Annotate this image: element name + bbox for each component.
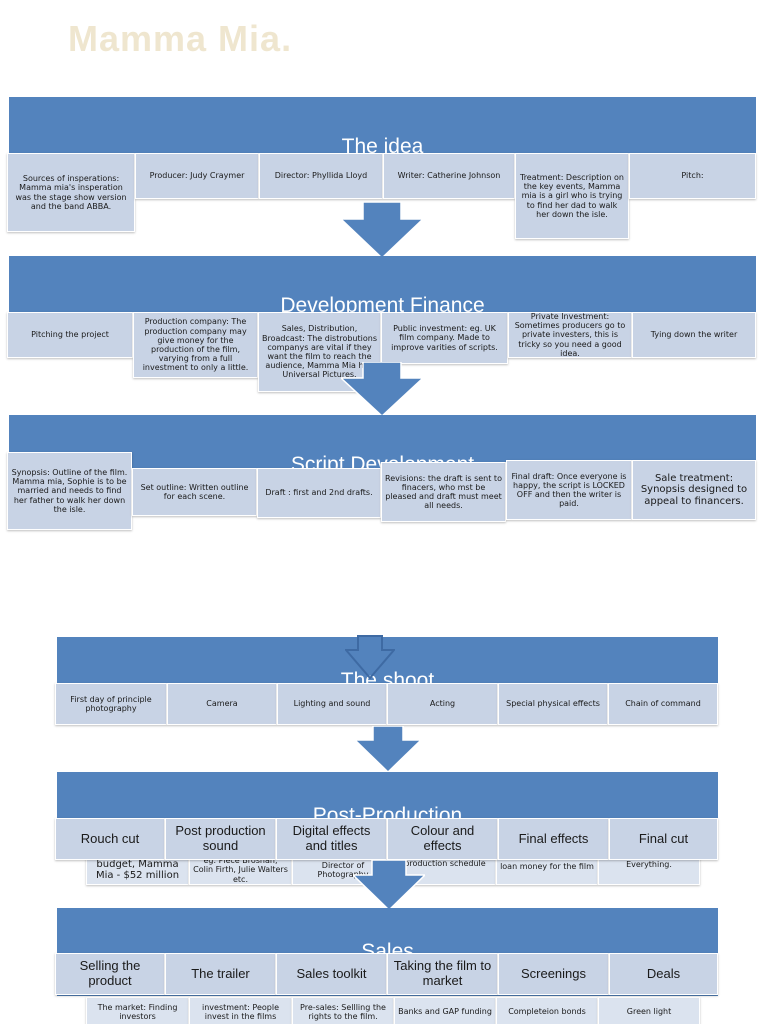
down-arrow-icon	[341, 362, 423, 416]
script-set-outline-box: Set outline: Written outline for each sc…	[132, 468, 257, 516]
sales-sub-banks-box: Banks and GAP funding	[394, 997, 496, 1024]
shoot-lighting-sound-box: Lighting and sound	[277, 683, 387, 725]
sales-sub-presales-box: Pre-sales: Sellling the rights to the fi…	[292, 997, 394, 1024]
dev-public-investment-box: Public investment: eg. UK film company. …	[381, 312, 508, 364]
post-sound-box: Post production sound	[165, 818, 276, 860]
idea-producer-box: Producer: Judy Craymer	[135, 153, 259, 199]
down-arrow-icon	[355, 726, 421, 772]
sales-sub-market-box: The market: Finding investors	[86, 997, 189, 1024]
sales-toolkit-box: Sales toolkit	[276, 953, 387, 995]
shoot-camera-box: Camera	[167, 683, 277, 725]
sales-sub-investment-box: investment: People invest in the films	[189, 997, 292, 1024]
script-revisions-box: Revisions: the draft is sent to finacers…	[381, 462, 506, 522]
shoot-acting-box: Acting	[387, 683, 498, 725]
shoot-special-effects-box: Special physical effects	[498, 683, 608, 725]
down-arrow-icon	[353, 860, 425, 910]
idea-pitch-box: Pitch:	[629, 153, 756, 199]
dev-pitching-box: Pitching the project	[7, 312, 133, 358]
sales-sub-greenlight-box: Green light	[598, 997, 700, 1024]
shoot-chain-command-box: Chain of command	[608, 683, 718, 725]
sales-deals-box: Deals	[609, 953, 718, 995]
dev-tying-writer-box: Tying down the writer	[632, 312, 756, 358]
script-final-draft-box: Final draft: Once everyone is happy, the…	[506, 460, 632, 520]
development-title: Development Finance	[280, 294, 485, 317]
script-sale-treatment-box: Sale treatment: Synopsis designed to app…	[632, 460, 756, 520]
sales-selling-product-box: Selling the product	[55, 953, 165, 995]
post-digital-effects-box: Digital effects and titles	[276, 818, 387, 860]
idea-writer-box: Writer: Catherine Johnson	[383, 153, 515, 199]
idea-director-box: Director: Phyllida Lloyd	[259, 153, 383, 199]
idea-title: The idea	[341, 135, 424, 158]
post-rough-cut-box: Rouch cut	[55, 818, 165, 860]
down-arrow-icon	[341, 202, 423, 258]
script-draft-box: Draft : first and 2nd drafts.	[257, 468, 381, 518]
dev-private-investment-box: Private Investment: Sometimes producers …	[508, 312, 632, 358]
sales-trailer-box: The trailer	[165, 953, 276, 995]
sales-screenings-box: Screenings	[498, 953, 609, 995]
post-colour-effects-box: Colour and effects	[387, 818, 498, 860]
page-title: Mamma Mia.	[68, 18, 293, 59]
script-synopsis-box: Synopsis: Outline of the film. Mamma mia…	[7, 452, 132, 530]
post-final-effects-box: Final effects	[498, 818, 609, 860]
post-final-cut-box: Final cut	[609, 818, 718, 860]
idea-sources-box: Sources of insperations: Mamma mia's ins…	[7, 153, 135, 232]
shoot-first-day-box: First day of principle photography	[55, 683, 167, 725]
idea-treatment-box: Treatment: Description on the key events…	[515, 153, 629, 239]
sales-sub-completion-box: Completeion bonds	[496, 997, 598, 1024]
dev-production-company-box: Production company: The production compa…	[133, 312, 258, 378]
down-arrow-outline-icon	[345, 635, 395, 679]
sales-taking-to-market-box: Taking the film to market	[387, 953, 498, 995]
